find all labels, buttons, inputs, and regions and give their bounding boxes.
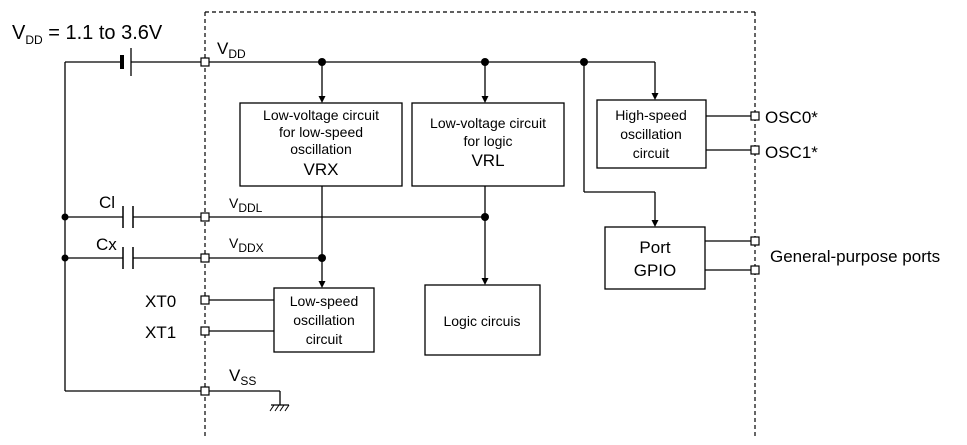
chip-boundary [204, 11, 756, 436]
capacitor-cx-label: Cx [96, 235, 117, 254]
vddx-rail [209, 186, 326, 288]
hs-osc-line-1: High-speed [615, 107, 687, 123]
vrl-line-3: VRL [471, 151, 504, 170]
vdd-rail [209, 58, 659, 227]
vrl-line-2: for logic [463, 133, 512, 149]
xt0-pin-label: XT0 [145, 292, 176, 311]
vrx-line-1: Low-voltage circuit [263, 107, 379, 123]
osc0-pin-label: OSC0* [765, 108, 818, 127]
capacitor-cl: Cl [99, 193, 134, 228]
vddx-rail-label: VDDX [229, 235, 264, 255]
vrx-line-3: oscillation [290, 141, 351, 157]
port-gpio-block: Port GPIO [604, 226, 751, 290]
supply-voltage-label: VDD = 1.1 to 3.6V [12, 22, 163, 47]
boundary-pads [200, 57, 760, 396]
ground-icon [269, 404, 290, 412]
logic-circuits-label: Logic circuis [443, 313, 520, 329]
low-speed-oscillation-block: Low-speed oscillation circuit [209, 287, 375, 353]
hs-osc-line-3: circuit [633, 145, 670, 161]
capacitor-cl-label: Cl [99, 193, 115, 212]
ls-osc-line-2: oscillation [293, 312, 354, 328]
vrx-line-2: for low-speed [279, 124, 363, 140]
port-line-1: Port [639, 238, 670, 257]
vrl-line-1: Low-voltage circuit [430, 115, 546, 131]
vrx-block: Low-voltage circuit for low-speed oscill… [239, 102, 403, 187]
external-wiring [61, 61, 201, 392]
logic-circuits-block: Logic circuis [424, 284, 541, 356]
xt1-pin-label: XT1 [145, 323, 176, 342]
vrl-block: Low-voltage circuit for logic VRL [411, 102, 565, 187]
vss-rail-label: VSS [229, 366, 256, 388]
osc1-pin-label: OSC1* [765, 143, 818, 162]
vdd-rail-label: VDD [217, 39, 246, 61]
high-speed-oscillation-block: High-speed oscillation circuit [596, 99, 751, 169]
hs-osc-line-2: oscillation [620, 126, 681, 142]
ls-osc-line-3: circuit [306, 331, 343, 347]
vddl-rail-label: VDDL [229, 195, 263, 215]
battery-symbol [120, 48, 132, 76]
general-purpose-ports-label: General-purpose ports [770, 247, 940, 266]
vrx-line-4: VRX [304, 160, 339, 179]
vss-rail [209, 390, 281, 405]
port-line-2: GPIO [634, 261, 677, 280]
ls-osc-line-1: Low-speed [290, 293, 359, 309]
vddl-rail [209, 186, 489, 285]
capacitor-cx: Cx [96, 235, 134, 269]
